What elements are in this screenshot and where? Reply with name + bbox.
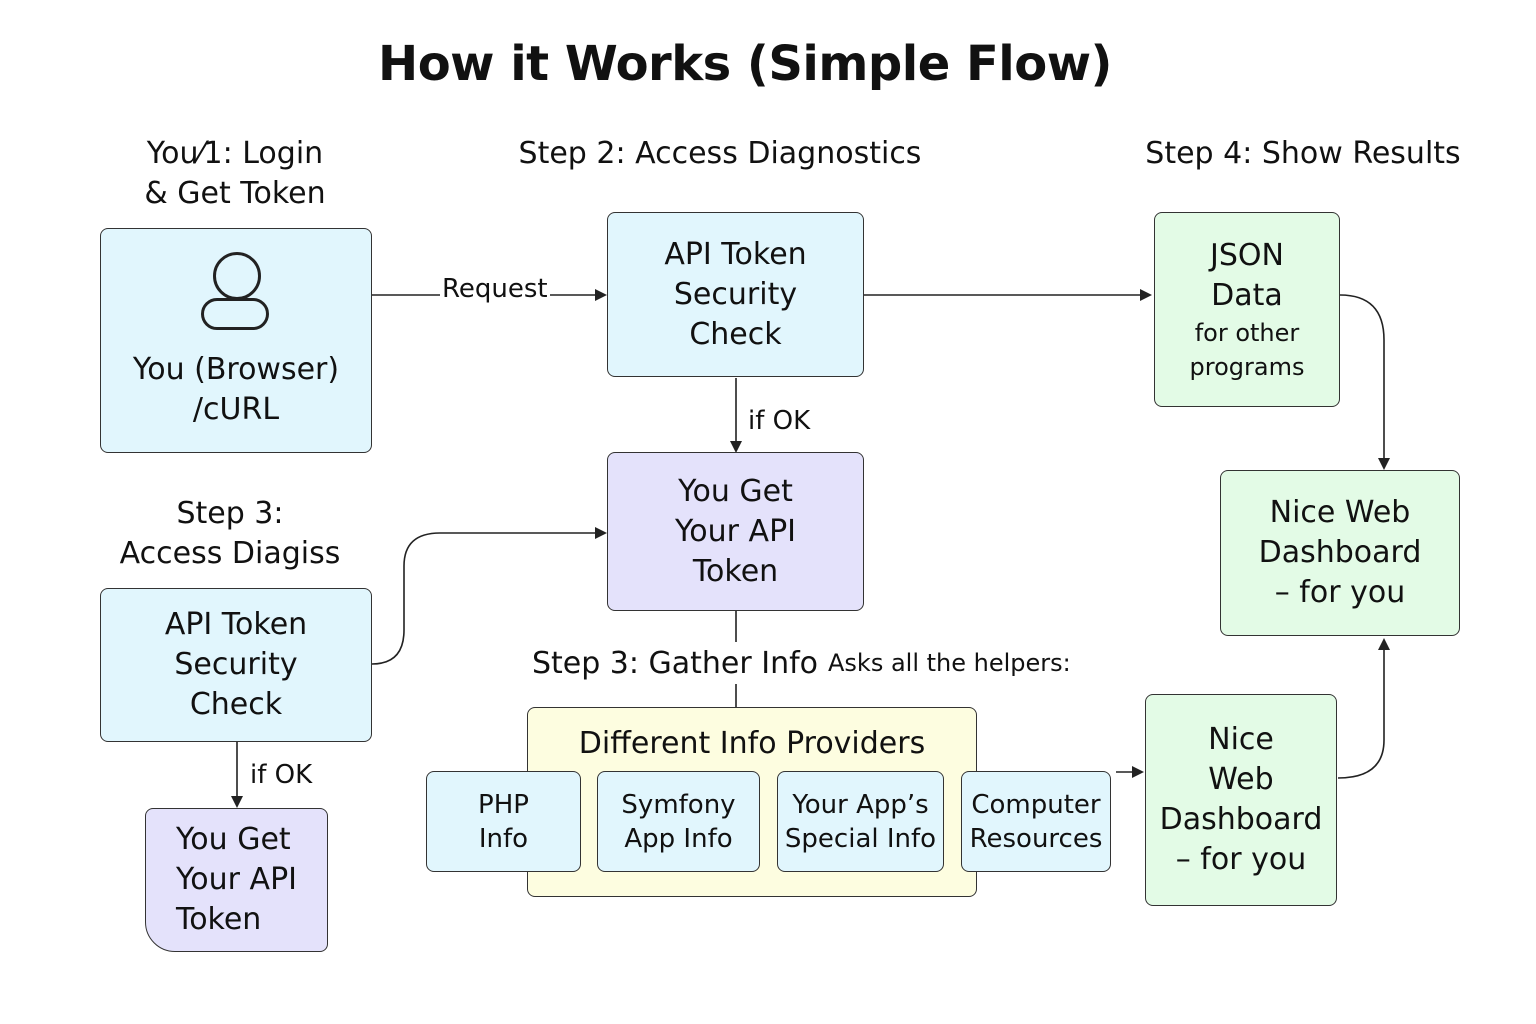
json-to-dashboard-arrow (1339, 294, 1390, 470)
dashboard-bottom-label: Nice Web Dashboard – for you (1159, 722, 1323, 877)
provider-label: Symfony App Info (621, 789, 736, 854)
provider-php-info: PHP Info (426, 771, 581, 872)
step2-heading: Step 2: Access Diagnostics (518, 136, 922, 171)
dashboard-bottom-to-right-arrow (1337, 638, 1390, 779)
step1-heading: You⁄1: Login & Get Token (144, 136, 326, 211)
step3-access-heading: Step 3: Access Diagiss (119, 496, 341, 571)
dashboard-bottom-box: Nice Web Dashboard – for you (1145, 694, 1337, 906)
dashboard-right-label: Nice Web Dashboard – for you (1258, 495, 1422, 610)
security-check-top-label: API Token Security Check (664, 236, 807, 352)
security-check-left-box: API Token Security Check (100, 588, 372, 742)
provider-label: Computer Resources (969, 789, 1103, 854)
provider-special-info: Your App’s Special Info (777, 771, 944, 872)
provider-symfony-app-info: Symfony App Info (597, 771, 760, 872)
browser-box: You (Browser) /cURL (100, 228, 372, 453)
asks-helpers-label: Asks all the helpers: (828, 649, 1071, 677)
dashboard-right-box: Nice Web Dashboard – for you (1220, 470, 1460, 636)
json-data-box: JSON Data for other programs (1154, 212, 1340, 407)
request-label: Request (440, 274, 550, 304)
get-token-mid-label: You Get Your API Token (674, 473, 797, 589)
step4-heading: Step 4: Show Results (1145, 136, 1461, 171)
json-data-title: JSON Data (1210, 237, 1284, 313)
step3-gather-heading: Step 3: Gather Info (531, 646, 819, 681)
get-token-left-label: You Get Your API Token (175, 822, 298, 937)
get-token-mid-box: You Get Your API Token (607, 452, 864, 611)
json-data-subtitle: for other programs (1189, 318, 1305, 381)
page-title: How it Works (Simple Flow) (378, 36, 1112, 92)
left-check-to-token-arrow (371, 527, 607, 665)
if-ok-label-left: if OK (248, 760, 315, 790)
provider-computer-resources: Computer Resources (961, 771, 1111, 872)
security-check-top-box: API Token Security Check (607, 212, 864, 377)
browser-label: You (Browser) /cURL (132, 351, 340, 427)
get-token-left-box: You Get Your API Token (145, 808, 328, 952)
if-ok-label-mid: if OK (746, 406, 813, 436)
providers-title: Different Info Providers (578, 726, 926, 761)
user-icon (201, 251, 271, 332)
security-check-left-label: API Token Security Check (164, 607, 308, 722)
provider-label: Your App’s Special Info (784, 789, 937, 854)
provider-label: PHP Info (478, 789, 529, 854)
